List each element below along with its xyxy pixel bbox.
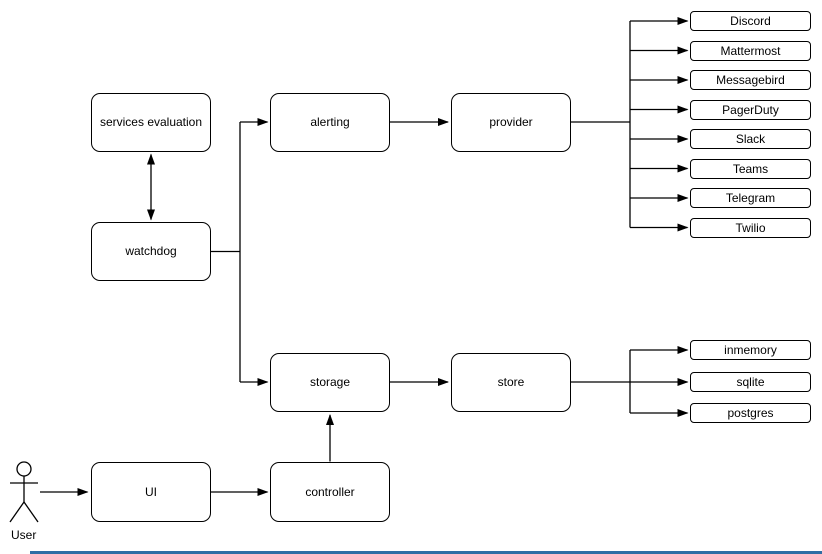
node-ui: UI	[91, 462, 211, 522]
node-slack: Slack	[690, 129, 811, 149]
node-store: store	[451, 353, 571, 412]
node-messagebird: Messagebird	[690, 70, 811, 90]
node-watchdog: watchdog	[91, 222, 211, 281]
node-controller: controller	[270, 462, 390, 522]
node-services-evaluation: services evaluation	[91, 93, 211, 152]
horizontal-scrollbar-thumb[interactable]	[30, 551, 822, 554]
node-postgres: postgres	[690, 403, 811, 423]
user-actor-label: User	[11, 528, 37, 542]
node-twilio: Twilio	[690, 217, 811, 238]
node-storage: storage	[270, 353, 390, 412]
node-sqlite: sqlite	[690, 372, 811, 392]
node-pagerduty: PagerDuty	[690, 99, 811, 120]
node-alerting: alerting	[270, 93, 390, 152]
node-teams: Teams	[690, 158, 811, 179]
node-discord: Discord	[690, 11, 811, 31]
node-mattermost: Mattermost	[690, 40, 811, 61]
user-actor-icon	[9, 461, 39, 523]
node-provider: provider	[451, 93, 571, 152]
node-inmemory: inmemory	[690, 340, 811, 360]
node-telegram: Telegram	[690, 188, 811, 208]
